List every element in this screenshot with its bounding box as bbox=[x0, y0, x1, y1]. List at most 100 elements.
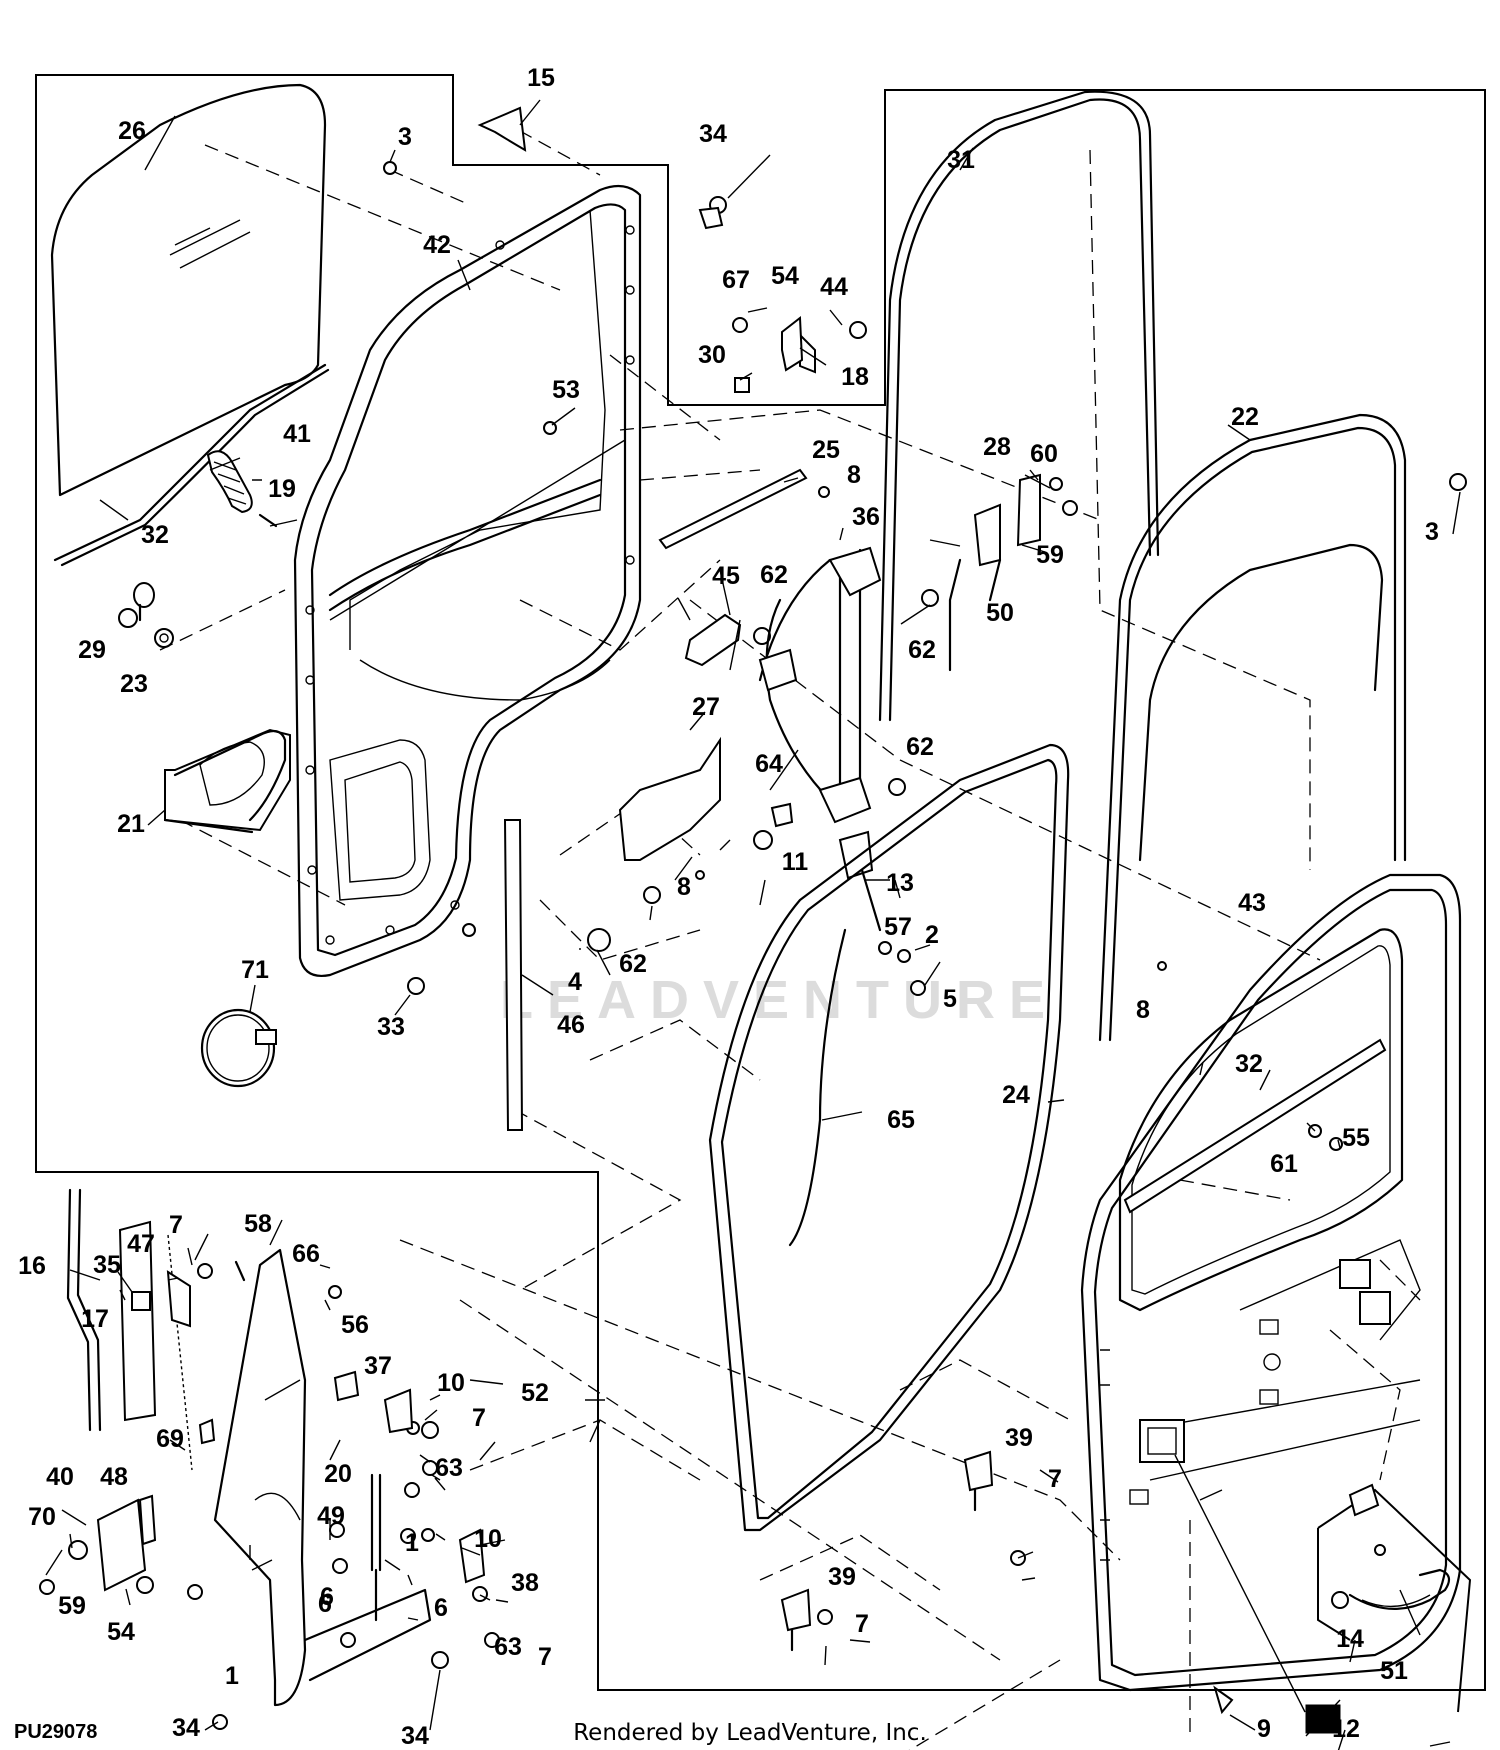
callout-8b: 8 bbox=[677, 873, 691, 901]
glass-channel bbox=[658, 468, 808, 550]
callout-71: 71 bbox=[241, 956, 269, 984]
main-door-seal bbox=[708, 743, 1070, 1532]
callout-23: 23 bbox=[120, 670, 148, 698]
callout-62c: 62 bbox=[906, 733, 934, 761]
callout-57: 57 bbox=[884, 913, 912, 941]
callout-21: 21 bbox=[117, 810, 145, 838]
callout-26: 26 bbox=[118, 117, 146, 145]
assembly-guide-lines bbox=[159, 119, 1421, 1750]
callout-60: 60 bbox=[1030, 440, 1058, 468]
callout-4: 4 bbox=[568, 968, 582, 996]
callout-45: 45 bbox=[712, 562, 740, 590]
callout-59b: 59 bbox=[58, 1592, 86, 1620]
callout-3b: 3 bbox=[1425, 518, 1439, 546]
callout-12: 12 bbox=[1332, 1715, 1360, 1743]
window-regulator bbox=[758, 546, 882, 824]
callout-49: 49 bbox=[317, 1502, 345, 1530]
callout-7b: 7 bbox=[472, 1404, 486, 1432]
side-rail bbox=[503, 819, 524, 1131]
callout-10b: 10 bbox=[474, 1525, 502, 1553]
callout-16: 16 bbox=[18, 1252, 46, 1280]
callout-28: 28 bbox=[983, 433, 1011, 461]
callout-69: 69 bbox=[156, 1425, 184, 1453]
callout-62b: 62 bbox=[908, 636, 936, 664]
callout-7e: 7 bbox=[538, 1643, 552, 1671]
main-door-seal-inner bbox=[720, 758, 1058, 1520]
callout-10a: 10 bbox=[437, 1369, 465, 1397]
callout-1b: 1 bbox=[405, 1529, 419, 1557]
callout-38: 38 bbox=[511, 1569, 539, 1597]
callout-32b: 32 bbox=[1235, 1050, 1263, 1078]
callout-54b: 54 bbox=[107, 1618, 135, 1646]
callout-51: 51 bbox=[1380, 1657, 1408, 1685]
callout-6b: 6 bbox=[320, 1583, 334, 1611]
rear-channel-seal bbox=[1098, 413, 1407, 1042]
callout-52: 52 bbox=[521, 1379, 549, 1407]
callout-9: 9 bbox=[1257, 1715, 1271, 1743]
callout-39b: 39 bbox=[828, 1563, 856, 1591]
callout-70: 70 bbox=[28, 1503, 56, 1531]
callout-6c: 6 bbox=[318, 1590, 332, 1618]
fasteners bbox=[39, 161, 1467, 1734]
inner-door-frame bbox=[293, 184, 642, 977]
hinges-39 bbox=[780, 1450, 994, 1652]
callout-18: 18 bbox=[841, 363, 869, 391]
callout-8c: 8 bbox=[1136, 996, 1150, 1024]
hinge-parts-upper bbox=[131, 1270, 191, 1328]
callout-54a: 54 bbox=[771, 262, 799, 290]
storage-pocket bbox=[163, 728, 291, 834]
latch-mechanism bbox=[788, 830, 882, 1247]
latch-part bbox=[206, 450, 278, 528]
gas-strut bbox=[370, 1473, 382, 1622]
door-pillar bbox=[213, 1248, 432, 1707]
upper-door-seal bbox=[878, 90, 1160, 722]
callout-48: 48 bbox=[100, 1463, 128, 1491]
callout-42: 42 bbox=[423, 231, 451, 259]
angle-bracket bbox=[781, 316, 804, 372]
callout-20: 20 bbox=[324, 1460, 352, 1488]
callout-34b: 34 bbox=[172, 1714, 200, 1742]
hinge-lower-left bbox=[68, 1494, 157, 1592]
callout-46: 46 bbox=[557, 1011, 585, 1039]
callout-37: 37 bbox=[364, 1352, 392, 1380]
callout-63a: 63 bbox=[435, 1454, 463, 1482]
callout-22: 22 bbox=[1231, 403, 1259, 431]
glass-seal-strip-left bbox=[53, 363, 330, 567]
callout-14: 14 bbox=[1336, 1625, 1364, 1653]
callout-34a: 34 bbox=[699, 120, 727, 148]
lower-left-parts bbox=[66, 1188, 216, 1471]
clips bbox=[234, 1260, 360, 1402]
figure-code: PU29078 bbox=[14, 1721, 97, 1743]
callout-65: 65 bbox=[887, 1106, 915, 1134]
callout-15: 15 bbox=[527, 64, 555, 92]
callout-34c: 34 bbox=[401, 1722, 429, 1750]
outer-handle bbox=[1317, 1483, 1472, 1713]
callout-50: 50 bbox=[986, 599, 1014, 627]
callout-27: 27 bbox=[692, 693, 720, 721]
left-group-frame bbox=[35, 74, 1486, 1691]
callout-2: 2 bbox=[925, 921, 939, 949]
callout-59a: 59 bbox=[1036, 541, 1064, 569]
callout-3a: 3 bbox=[398, 123, 412, 151]
callout-24: 24 bbox=[1002, 1081, 1030, 1109]
outer-door-shell bbox=[1080, 873, 1462, 1692]
callout-62a: 62 bbox=[760, 561, 788, 589]
callout-5: 5 bbox=[943, 985, 957, 1013]
callout-29: 29 bbox=[78, 636, 106, 664]
callout-40: 40 bbox=[46, 1463, 74, 1491]
callout-25: 25 bbox=[812, 436, 840, 464]
callout-56: 56 bbox=[341, 1311, 369, 1339]
callout-41: 41 bbox=[283, 420, 311, 448]
callout-8a: 8 bbox=[847, 461, 861, 489]
callout-44: 44 bbox=[820, 273, 848, 301]
callout-55: 55 bbox=[1342, 1124, 1370, 1152]
callout-7c: 7 bbox=[1048, 1465, 1062, 1493]
pivot-assembly bbox=[118, 582, 174, 648]
callout-6a: 6 bbox=[434, 1594, 448, 1622]
callout-13: 13 bbox=[886, 869, 914, 897]
release-cable bbox=[788, 928, 847, 1247]
corner-bracket bbox=[477, 106, 527, 152]
callouts: 1 1 2 3 3 4 5 6 6 6 7 7 7 7 7 8 8 8 9 10… bbox=[18, 64, 1461, 1750]
callout-39a: 39 bbox=[1005, 1424, 1033, 1452]
